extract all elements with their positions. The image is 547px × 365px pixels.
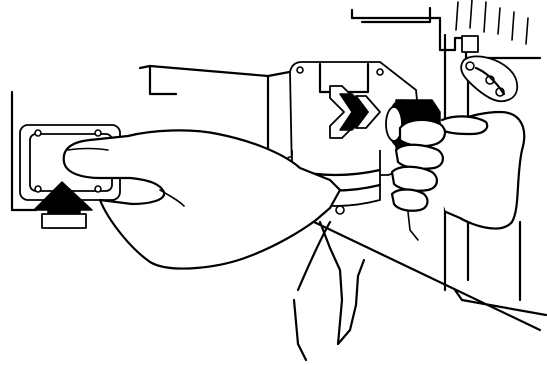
right-hand — [392, 112, 524, 240]
key-tag-icon — [461, 36, 517, 101]
